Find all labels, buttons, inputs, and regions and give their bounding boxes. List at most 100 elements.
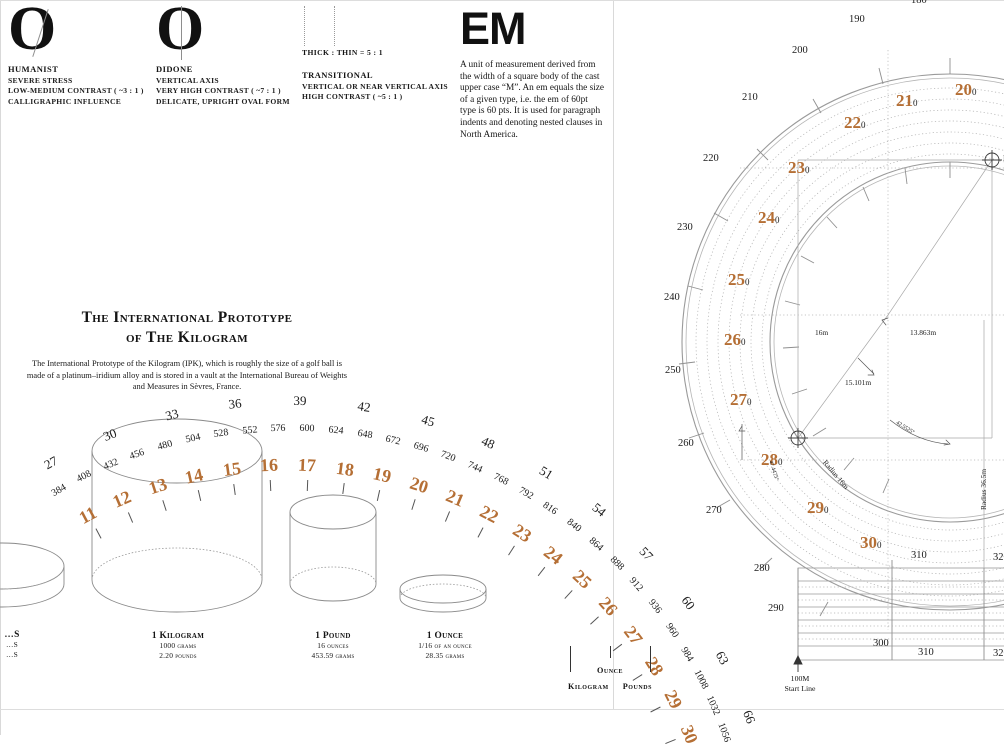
arc-value-kilogram-30: 30 — [676, 722, 702, 747]
running-track-diagram: 170 180 190 200 210 220 230 240 250 260 … — [620, 0, 1004, 693]
degree-suffix: 0 — [877, 540, 882, 550]
glyph-letter: O — [8, 0, 57, 63]
arc-value-pounds-39: 39 — [293, 392, 307, 409]
cylinder-sub-2: 28.35 grams — [425, 651, 465, 660]
track-degree-24: 240 — [758, 208, 780, 228]
legend-tick-ounce — [610, 646, 611, 658]
specimen-line-2: High contrast ( ~5 : 1 ) — [302, 92, 403, 102]
em-title: EM — [460, 3, 527, 54]
track-mark-170: 170 — [972, 0, 988, 1]
cylinder-pound — [288, 492, 383, 622]
track-degree-29: 290 — [807, 498, 829, 518]
specimen-line-1: Vertical axis — [156, 76, 219, 85]
cylinder-label-clipped: …S …S …S — [0, 630, 92, 660]
divider-bottom — [0, 709, 1004, 710]
degree-suffix: 0 — [972, 87, 977, 97]
start-line-label: 100M Start Line — [770, 674, 830, 694]
kilogram-paragraph: The International Prototype of the Kilog… — [26, 359, 348, 392]
arc-tick-kilogram-11 — [94, 528, 102, 539]
degree-value: 30 — [860, 533, 877, 552]
degree-suffix: 0 — [741, 337, 746, 347]
specimen-line-2: Very high contrast ( ~7 : 1 ) — [156, 86, 281, 96]
arc-value-pounds-33: 33 — [163, 406, 180, 424]
cylinder-sub-2: 453.59 grams — [311, 651, 355, 660]
cylinder-sub-2: 2.20 pounds — [159, 651, 197, 660]
arc-value-pounds-30: 30 — [101, 425, 119, 445]
arc-tick-kilogram-20 — [411, 499, 416, 510]
cylinder-label-ounce: 1 Ounce 1/16 of an ounce 28.35 grams — [365, 631, 525, 661]
degree-value: 24 — [758, 208, 775, 227]
arc-tick-kilogram-22 — [477, 526, 484, 538]
humanist-glyph-o: O — [8, 0, 78, 64]
specimen-line-3: Delicate, upright oval form — [156, 96, 290, 106]
cylinder-clipped-left — [0, 540, 78, 630]
arc-tick-kilogram-30 — [665, 739, 676, 745]
cylinder-label-kilogram: 1 Kilogram 1000 grams 2.20 pounds — [98, 631, 258, 661]
track-degree-26: 260 — [724, 330, 746, 350]
arc-value-pounds-45: 45 — [419, 411, 436, 430]
track-mark-260: 260 — [678, 438, 694, 449]
cylinder-title: 1 Kilogram — [151, 631, 205, 641]
track-mark-230: 230 — [677, 222, 693, 233]
specimen-line-2: Low-medium contrast ( ~3 : 1 ) — [8, 86, 144, 96]
degree-value: 26 — [724, 330, 741, 349]
degree-value: 27 — [730, 390, 747, 409]
degree-suffix: 0 — [805, 165, 810, 175]
thin-stem-guide — [334, 6, 335, 46]
legend-label-ounce: Ounce — [596, 666, 624, 675]
arc-value-pounds-48: 48 — [479, 432, 498, 452]
track-mark-200: 200 — [792, 45, 808, 56]
arc-value-kilogram-12: 12 — [109, 486, 135, 512]
legend-row-ounce: Ounce — [540, 646, 680, 676]
track-mark-310-lower: 310 — [918, 647, 934, 658]
arc-value-kilogram-20: 20 — [407, 472, 431, 498]
legend-tick-pounds — [650, 646, 651, 672]
arc-value-pounds-42: 42 — [356, 397, 372, 415]
arc-value-kilogram-17: 17 — [297, 454, 317, 476]
cylinder-title: 1 Ounce — [426, 631, 464, 641]
arc-value-kilogram-24: 24 — [539, 541, 567, 569]
dim-offset-13863: 13.863m — [910, 328, 937, 337]
arc-value-ounce-1056: 1056 — [715, 721, 733, 744]
track-degree-22: 220 — [844, 113, 866, 133]
track-mark-240: 240 — [664, 292, 680, 303]
degree-suffix: 0 — [861, 120, 866, 130]
specimen-line-1: Severe stress — [8, 76, 73, 85]
arc-value-kilogram-15: 15 — [221, 457, 242, 481]
dim-chord-16m: 16m — [815, 328, 829, 337]
arc-value-kilogram-16: 16 — [259, 455, 279, 476]
track-degree-27: 270 — [730, 390, 752, 410]
transitional-stem-diagram — [302, 6, 372, 50]
cylinder-sub-1: 1000 grams — [159, 641, 197, 650]
cylinder-ounce — [398, 572, 493, 622]
degree-value: 25 — [728, 270, 745, 289]
dim-offset-15101: 15.101m — [845, 378, 872, 387]
specimen-title: Transitional — [302, 70, 374, 80]
thick-stem-guide — [304, 6, 305, 46]
degree-suffix: 0 — [824, 505, 829, 515]
arc-tick-kilogram-19 — [377, 489, 381, 501]
arc-tick-kilogram-18 — [341, 483, 345, 495]
legend-label-kilogram: Kilogram — [567, 682, 609, 691]
divider-left-edge — [0, 0, 1, 735]
cylinder-sub-1: …S — [5, 640, 18, 649]
arc-value-kilogram-14: 14 — [183, 464, 206, 488]
track-mark-310-upper: 310 — [911, 550, 927, 561]
degree-suffix: 0 — [778, 457, 783, 467]
cylinder-title: …S — [4, 630, 20, 640]
track-geometry — [678, 50, 1004, 672]
arc-tick-kilogram-17 — [306, 480, 308, 492]
divider-top — [0, 0, 1004, 1]
arc-tick-kilogram-29 — [650, 706, 661, 712]
arc-value-ounce-576: 576 — [270, 422, 287, 435]
arc-value-kilogram-23: 23 — [509, 519, 536, 547]
thick-thin-ratio: Thick : thin = 5 : 1 — [302, 48, 383, 57]
track-mark-320-upper: 320 — [993, 552, 1004, 563]
cylinder-label-pound: 1 Pound 16 ounces 453.59 grams — [253, 631, 413, 661]
legend-label-pounds: Pounds — [622, 682, 653, 691]
start-line-text: Start Line — [784, 684, 816, 693]
degree-value: 23 — [788, 158, 805, 177]
arc-tick-kilogram-16 — [270, 480, 272, 492]
track-degree-20: 200 — [955, 80, 977, 100]
arc-tick-kilogram-23 — [508, 545, 515, 556]
